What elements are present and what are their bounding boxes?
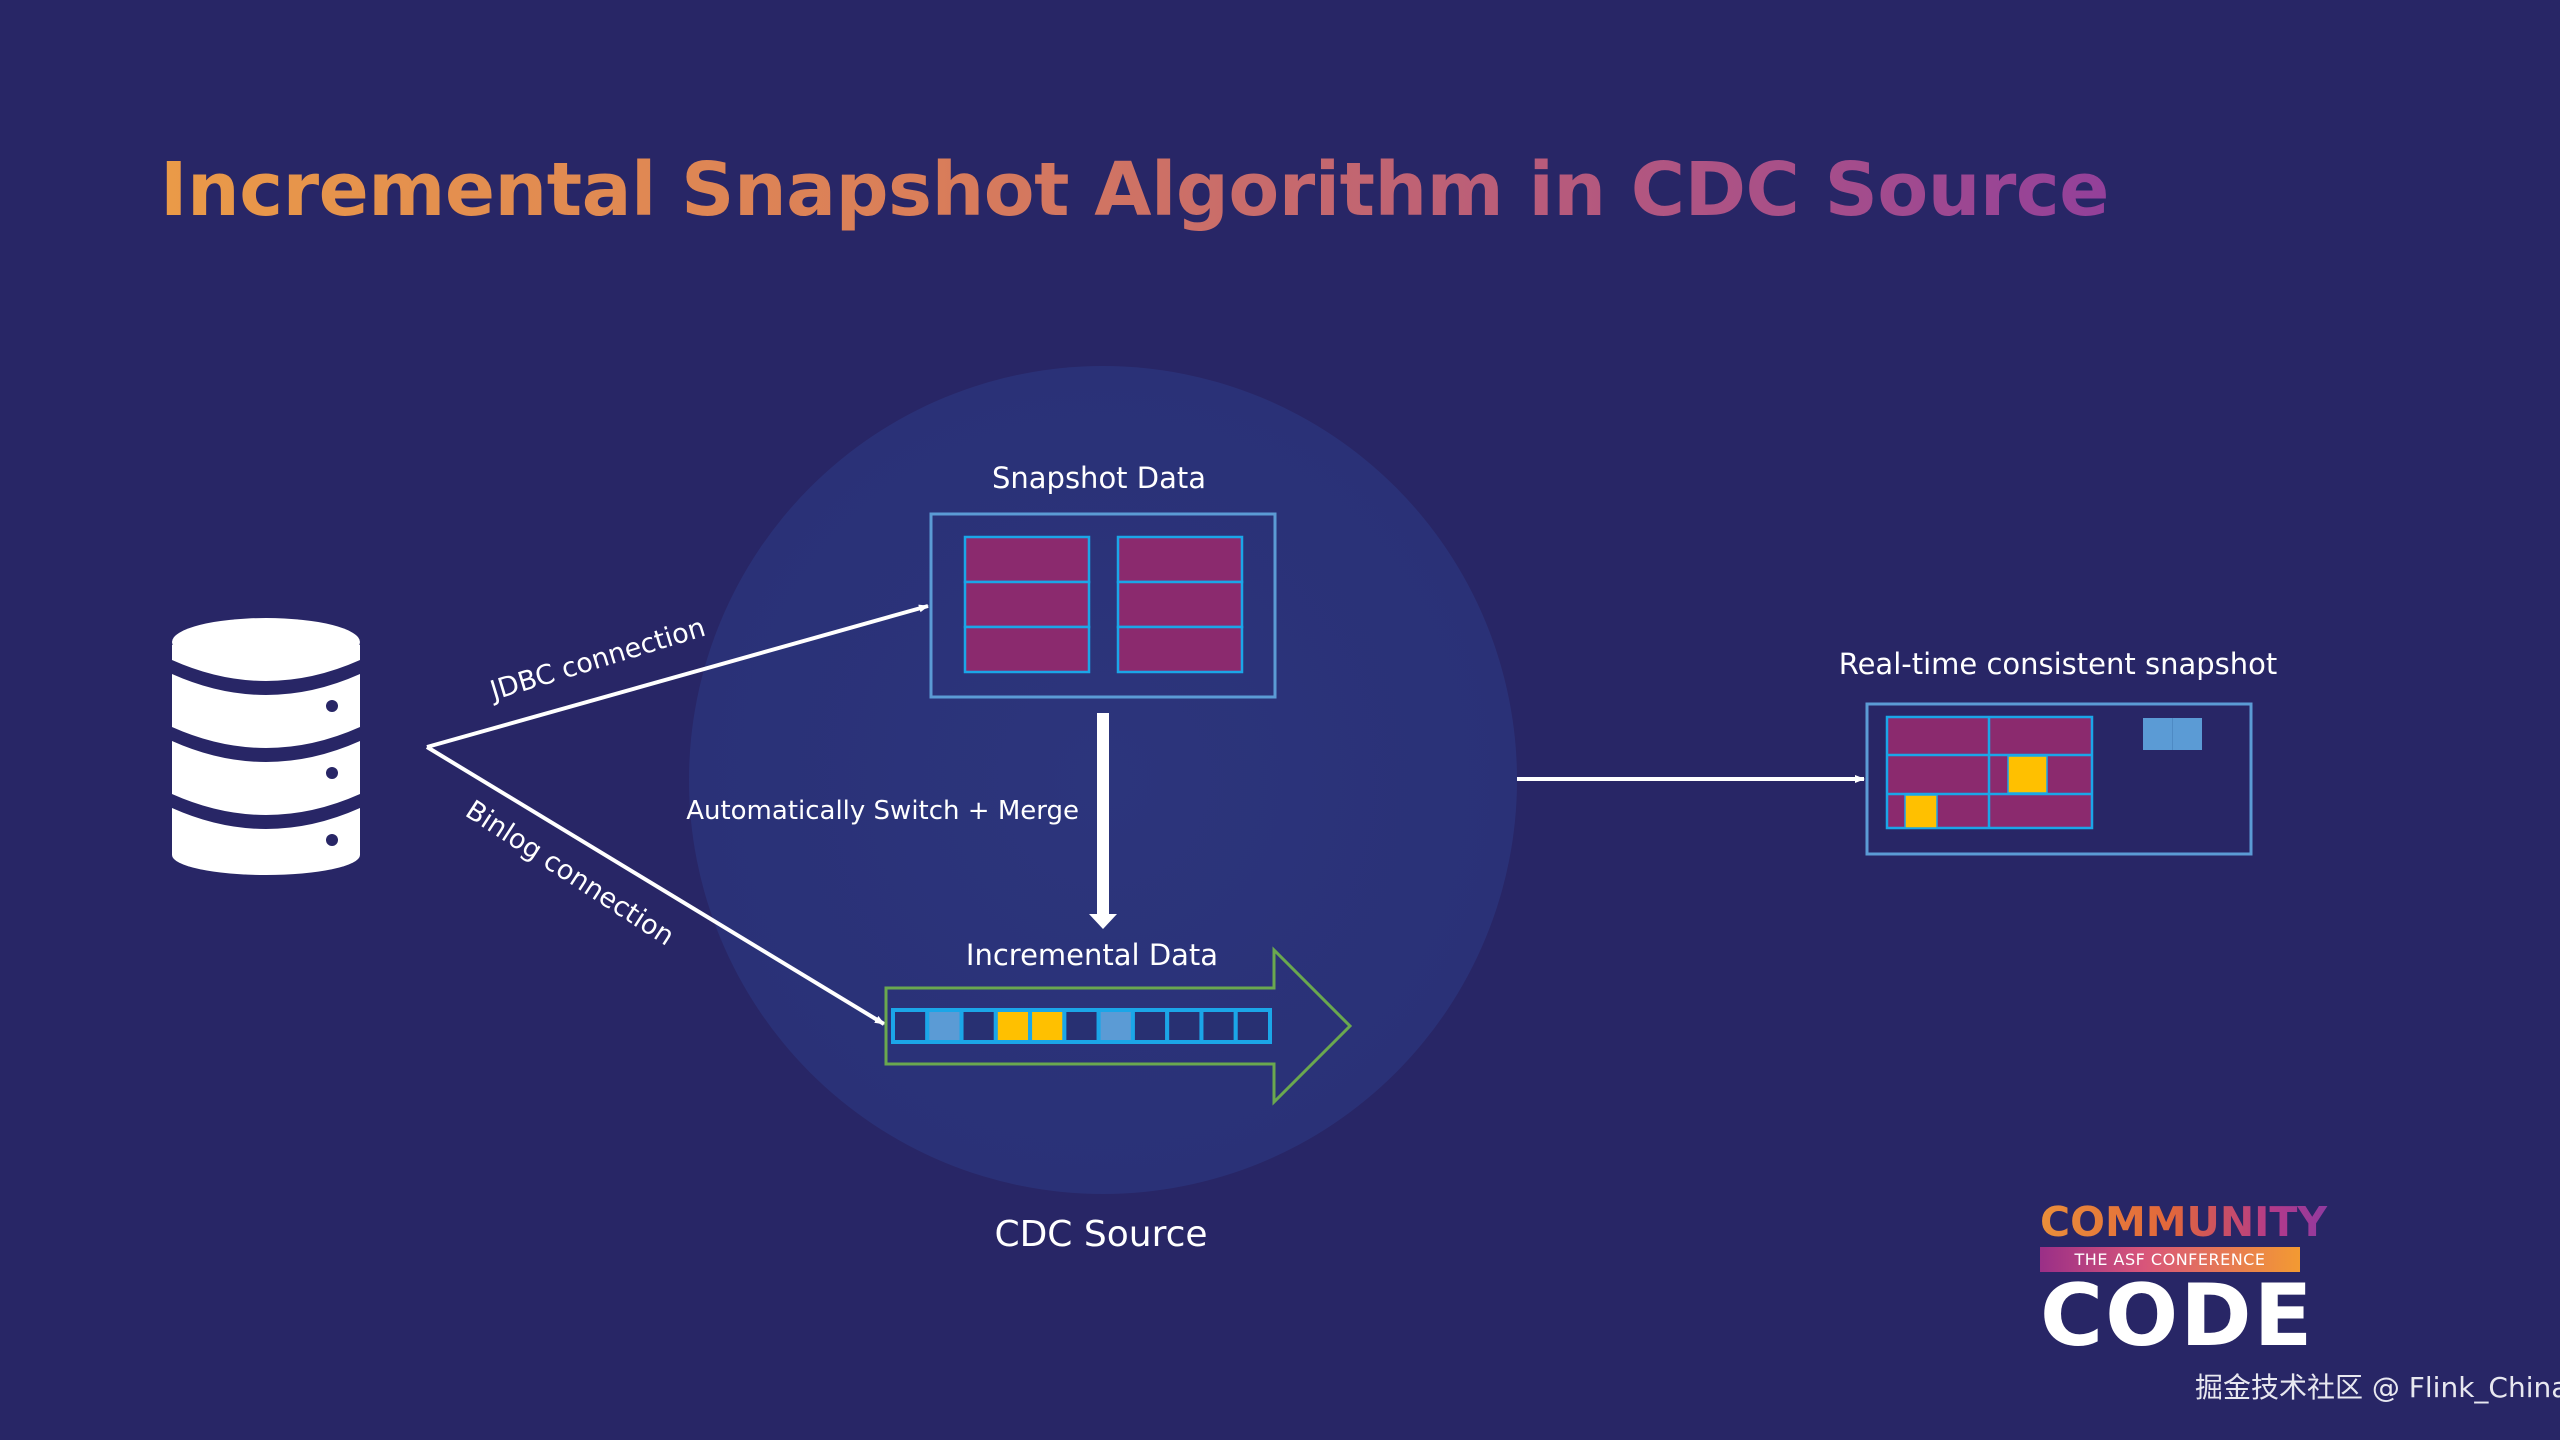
incremental-cell-update — [925, 1008, 964, 1044]
incremental-cell-empty — [1199, 1008, 1238, 1044]
snapshot-row — [963, 535, 1091, 584]
binlog-connection-arrow — [425, 745, 886, 1026]
incremental-data-label: Incremental Data — [966, 938, 1218, 972]
realtime-snapshot-grid — [1885, 715, 2094, 830]
logo-code-text: CODE — [2040, 1266, 2315, 1366]
incremental-cells — [891, 1008, 1273, 1044]
snapshot-data-box — [929, 512, 1277, 699]
watermark: 掘金技术社区 @ Flink_China — [2195, 1371, 2560, 1404]
incremental-cell-change — [1028, 1008, 1067, 1044]
community-over-code-logo: COMMUNITY THE ASF CONFERENCE CODE — [2040, 1200, 2330, 1366]
snapshot-row — [963, 580, 1091, 629]
incremental-cell-empty — [1233, 1008, 1273, 1044]
snapshot-data-label: Snapshot Data — [992, 461, 1206, 495]
snapshot-tables — [963, 535, 1244, 674]
switch-merge-label: Automatically Switch + Merge — [686, 796, 1079, 826]
binlog-connection-label: Binlog connection — [460, 795, 680, 953]
slide-title: Incremental Snapshot Algorithm in CDC So… — [160, 140, 2109, 240]
incremental-cell-empty — [1062, 1008, 1101, 1044]
database-icon — [172, 618, 360, 875]
jdbc-connection-label: JDBC connection — [485, 612, 709, 707]
realtime-snapshot-label: Real-time consistent snapshot — [1839, 647, 2278, 681]
incremental-stream-arrow-outline — [884, 946, 1353, 1106]
incremental-cell-update — [1096, 1008, 1135, 1044]
merged-change-cell — [1904, 794, 1938, 829]
incremental-cell-change — [993, 1008, 1033, 1044]
snapshot-row — [1116, 535, 1244, 584]
merged-change-cell — [2007, 755, 2048, 794]
snapshot-row — [1116, 625, 1244, 674]
snapshot-table — [1116, 535, 1244, 674]
incremental-cell-empty — [1130, 1008, 1170, 1044]
incremental-cell-empty — [891, 1008, 930, 1044]
realtime-update-cells — [2143, 718, 2202, 750]
logo-band-text: THE ASF CONFERENCE — [2040, 1247, 2300, 1272]
jdbc-connection-arrow — [426, 604, 929, 749]
incremental-cell-empty — [959, 1008, 998, 1044]
incremental-cell-empty — [1165, 1008, 1204, 1044]
switch-merge-arrow — [1089, 713, 1117, 929]
realtime-snapshot-box — [1865, 702, 2253, 856]
snapshot-row — [1116, 580, 1244, 629]
logo-community-text: COMMUNITY — [2040, 1200, 2330, 1244]
cdc-source-label: CDC Source — [994, 1214, 1207, 1255]
snapshot-row — [963, 625, 1091, 674]
snapshot-table — [963, 535, 1091, 674]
